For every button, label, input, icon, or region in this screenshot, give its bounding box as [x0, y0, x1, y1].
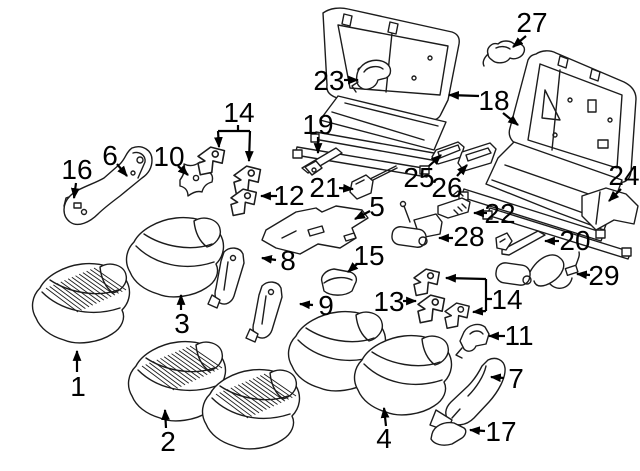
callout-label-4: 4	[376, 423, 392, 454]
part-29-release-cable	[495, 251, 580, 289]
callout-label-14: 14	[491, 284, 522, 315]
callout-arrow	[260, 255, 277, 264]
callout-arrow	[380, 406, 390, 427]
part-14-hinge-cover-lower-b	[444, 302, 470, 329]
callout-label-19: 19	[302, 109, 333, 140]
part-15-bolster-pad	[320, 268, 358, 296]
callout-label-6: 6	[102, 140, 118, 171]
callout-arrow	[298, 300, 314, 310]
callout-label-2: 2	[160, 426, 176, 457]
part-5-insulator-mat	[261, 205, 369, 255]
part-20-support-bar	[495, 230, 546, 256]
callout-arrow	[444, 273, 487, 283]
callout-label-15: 15	[353, 240, 384, 271]
callout-arrow	[338, 183, 355, 193]
callout-arrow	[347, 262, 359, 273]
callout-label-8: 8	[280, 245, 296, 276]
callout-label-7: 7	[508, 363, 524, 394]
callout-arrow	[456, 164, 468, 177]
callout-arrow	[244, 130, 254, 163]
callout-arrow	[608, 188, 622, 202]
callout-arrow	[70, 182, 80, 200]
callout-label-23: 23	[313, 65, 344, 96]
part-27-latch-hook	[482, 40, 526, 67]
part-28-actuator-motor	[391, 200, 443, 248]
callout-label-16: 16	[61, 154, 92, 185]
part-4-seat-cushion-double	[287, 310, 453, 416]
callout-label-22: 22	[484, 198, 515, 229]
callout-label-25: 25	[403, 162, 434, 193]
part-18-seat-back-frame-left	[292, 7, 460, 178]
part-2-seat-cushion-double	[127, 340, 301, 450]
callout-arrow	[428, 154, 442, 167]
callout-label-26: 26	[431, 172, 462, 203]
cushion-hatching	[45, 267, 297, 419]
callout-label-17: 17	[485, 416, 516, 447]
callout-label-13: 13	[373, 286, 404, 317]
part-21-slide-bracket	[349, 165, 398, 200]
part-19-slide-rail	[301, 147, 343, 176]
callout-label-9: 9	[318, 290, 334, 321]
callout-arrow	[471, 306, 487, 316]
part-22-latch-mechanism	[437, 190, 471, 219]
part-3-seat-cushion	[125, 216, 225, 298]
callout-label-24: 24	[608, 160, 639, 191]
callout-arrow	[354, 210, 371, 220]
callout-arrow	[489, 373, 505, 383]
part-9-recliner-cover	[245, 281, 283, 343]
callout-label-3: 3	[174, 308, 190, 339]
callout-label-21: 21	[309, 172, 340, 203]
part-12-hinge-cover	[230, 188, 258, 217]
part-14-hinge-cover-lower-a	[413, 268, 441, 297]
callout-label-27: 27	[516, 7, 547, 38]
callout-label-5: 5	[369, 191, 385, 222]
callout-label-29: 29	[588, 260, 619, 291]
part-11-cover-cap	[455, 323, 490, 359]
part-8-recliner-cover	[207, 247, 245, 309]
callout-arrow	[177, 165, 189, 176]
part-26-cover-plate	[457, 142, 497, 172]
callout-arrow	[213, 130, 223, 149]
callout-arrow	[161, 408, 170, 429]
callout-arrow	[502, 112, 519, 126]
part-17-cover-pad	[430, 421, 467, 446]
part-24-trim-flap	[581, 187, 639, 231]
callout-label-28: 28	[453, 221, 484, 252]
part-14-hinge-cover-upper-left	[197, 146, 226, 176]
callout-arrow	[447, 90, 480, 100]
callout-arrow	[512, 35, 527, 48]
callout-arrow	[468, 426, 486, 436]
callout-arrow	[116, 163, 128, 177]
callouts-layer: 1234567891011121314141516171819202122232…	[61, 7, 639, 457]
callout-label-11: 11	[504, 320, 533, 351]
callout-label-18: 18	[478, 85, 509, 116]
callout-label-12: 12	[273, 180, 304, 211]
part-13-hinge-cover	[417, 294, 446, 324]
callout-label-20: 20	[559, 225, 590, 256]
callout-label-1: 1	[70, 371, 86, 402]
callout-label-14: 14	[223, 97, 254, 128]
part-6-side-support-bracket	[63, 146, 153, 226]
callout-arrow	[575, 270, 591, 280]
callout-label-10: 10	[153, 141, 184, 172]
part-18-seat-back-frame-right	[458, 50, 637, 260]
